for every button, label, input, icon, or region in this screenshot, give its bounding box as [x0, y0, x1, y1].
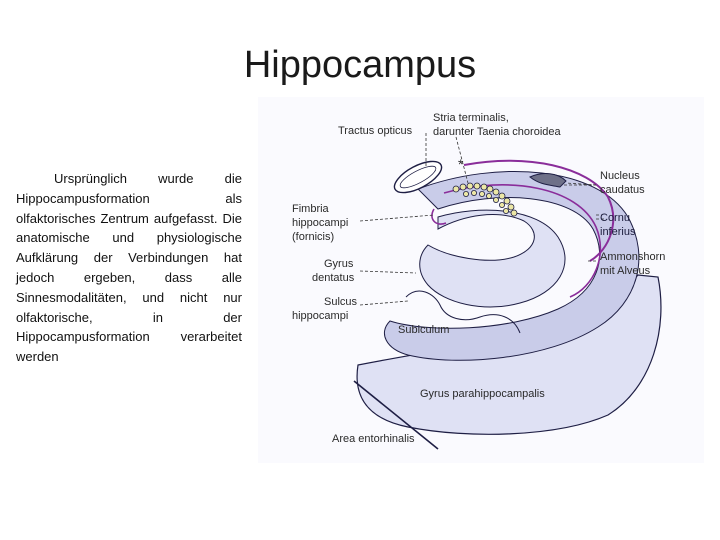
label-cornu-1: Cornu	[600, 212, 630, 224]
label-cornu-2: inferius	[600, 226, 636, 238]
label-nucleus-1: Nucleus	[600, 170, 640, 182]
label-sulcus-1: Sulcus	[324, 296, 358, 308]
label-fimbria-3: (fornicis)	[292, 231, 334, 243]
label-ammonshorn-2: mit Alveus	[600, 265, 651, 277]
label-gyrus-dentatus-1: Gyrus	[324, 258, 354, 270]
label-tractus-opticus: Tractus opticus	[338, 125, 413, 137]
label-gyrus-parahippocampalis: Gyrus parahippocampalis	[420, 388, 545, 400]
label-asterisk: *	[458, 156, 464, 172]
label-stria-terminalis-2: darunter Taenia choroidea	[433, 126, 561, 138]
label-stria-terminalis-1: Stria terminalis,	[433, 112, 509, 124]
label-sulcus-2: hippocampi	[292, 310, 348, 322]
label-gyrus-dentatus-2: dentatus	[312, 272, 355, 284]
label-nucleus-2: caudatus	[600, 184, 645, 196]
label-fimbria-2: hippocampi	[292, 217, 348, 229]
hippocampus-diagram: Tractus opticus Stria terminalis, darunt…	[258, 97, 704, 463]
body-paragraph: Ursprünglich wurde die Hippocampusformat…	[16, 169, 242, 367]
label-fimbria-1: Fimbria	[292, 203, 330, 215]
label-subiculum: Subiculum	[398, 324, 449, 336]
hippocampus-diagram-svg: Tractus opticus Stria terminalis, darunt…	[258, 97, 704, 463]
label-area-entorhinalis: Area entorhinalis	[332, 433, 415, 445]
label-ammonshorn-1: Ammonshorn	[600, 251, 665, 263]
slide-title: Hippocampus	[0, 44, 720, 87]
